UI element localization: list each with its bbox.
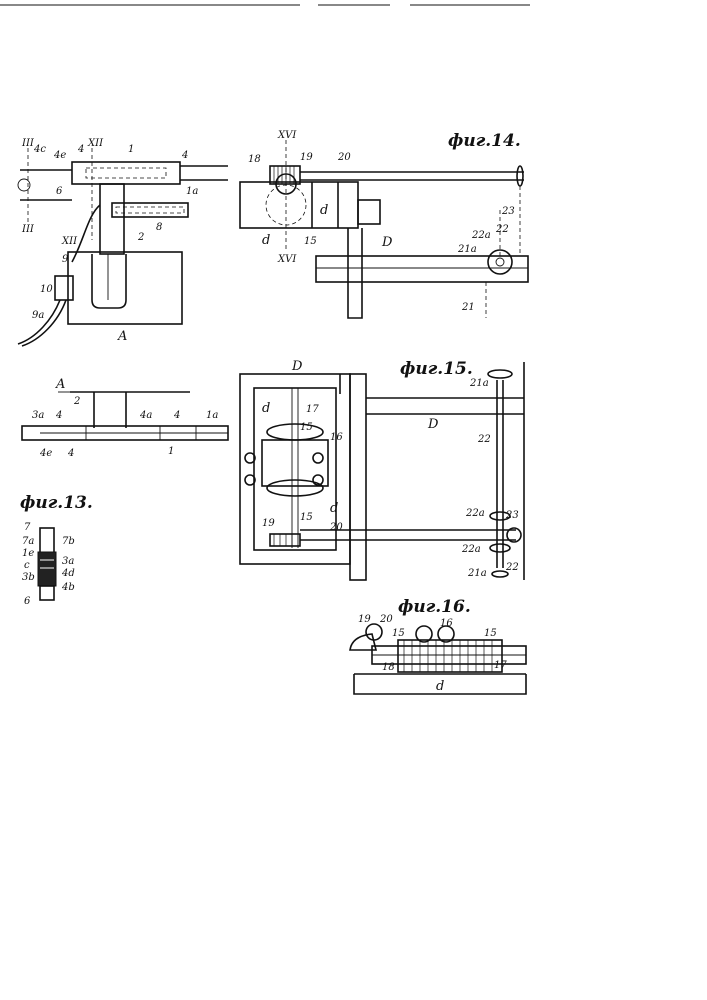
label-6: 6 xyxy=(56,186,63,197)
label-4c: 4c xyxy=(33,144,46,155)
label-8: 8 xyxy=(156,222,162,233)
label-7: 7 xyxy=(24,522,31,533)
label-21a-bottom: 21a xyxy=(467,568,487,579)
label-XVI-bottom: XVI xyxy=(277,254,297,265)
label-4b: 4b xyxy=(61,582,75,593)
label-19: 19 xyxy=(300,152,313,163)
label-4e-plan: 4e xyxy=(39,448,52,459)
label-19: 19 xyxy=(358,614,371,625)
label-d-a: d xyxy=(320,203,328,218)
label-22a-b: 22a xyxy=(461,544,481,555)
label-3a-plan: 3a xyxy=(32,410,44,421)
label-D-top: D xyxy=(291,359,303,374)
label-21a: 21a xyxy=(457,244,477,255)
label-2: 2 xyxy=(137,232,144,243)
label-15-b: 15 xyxy=(484,628,497,639)
label-c: c xyxy=(24,560,30,571)
label-A: A xyxy=(117,329,127,344)
label-7b: 7b xyxy=(62,536,75,547)
label-6: 6 xyxy=(24,596,31,607)
label-10: 10 xyxy=(40,284,53,295)
label-4-plan-c: 4 xyxy=(67,448,74,459)
label-21a-top: 21a xyxy=(469,378,489,389)
label-9a: 9a xyxy=(32,310,44,321)
label-1a: 1a xyxy=(186,186,198,197)
label-3a: 3a xyxy=(62,556,74,567)
label-20: 20 xyxy=(329,522,343,533)
label-4-plan-a: 4 xyxy=(55,410,62,421)
label-16: 16 xyxy=(440,618,453,629)
label-22: 22 xyxy=(477,434,491,445)
figure-14-drawing xyxy=(240,140,528,318)
label-3b: 3b xyxy=(22,572,35,583)
figure-12-drawing xyxy=(18,148,228,346)
label-4-plan-b: 4 xyxy=(173,410,180,421)
figure-14-title: фиг.14. xyxy=(448,131,521,151)
label-4-a: 4 xyxy=(77,144,84,155)
label-III-bottom: III xyxy=(21,224,35,235)
label-17: 17 xyxy=(494,660,507,671)
label-22-bottom: 22 xyxy=(505,562,519,573)
label-III-top: III xyxy=(21,138,35,149)
label-D: D xyxy=(381,235,393,250)
label-4e: 4e xyxy=(53,150,66,161)
label-23: 23 xyxy=(501,206,515,217)
label-16: 16 xyxy=(330,432,343,443)
label-1-plan: 1 xyxy=(168,446,174,457)
label-15-a: 15 xyxy=(392,628,405,639)
label-4-b: 4 xyxy=(181,150,188,161)
label-XII-bottom: XII xyxy=(61,236,78,247)
label-A-plan: A xyxy=(55,377,65,392)
label-1e: 1e xyxy=(22,548,34,559)
label-2-plan: 2 xyxy=(73,396,80,407)
label-XII-top: XII xyxy=(87,138,104,149)
label-4a-plan: 4a xyxy=(139,410,152,421)
label-d: d xyxy=(436,679,444,694)
label-XVI-top: XVI xyxy=(277,130,297,141)
figure-13-title: фиг.13. xyxy=(20,493,93,513)
label-15-b: 15 xyxy=(300,512,313,523)
label-20: 20 xyxy=(379,614,393,625)
label-22: 22 xyxy=(495,224,509,235)
label-d-b: d xyxy=(262,233,270,248)
label-21: 21 xyxy=(461,302,475,313)
label-1: 1 xyxy=(128,144,134,155)
label-15: 15 xyxy=(304,236,317,247)
label-20: 20 xyxy=(337,152,351,163)
figure-15-drawing xyxy=(240,362,524,580)
label-1a-plan: 1a xyxy=(206,410,218,421)
label-22a: 22a xyxy=(471,230,491,241)
label-15-a: 15 xyxy=(300,422,313,433)
label-d-a: d xyxy=(262,401,270,416)
label-18: 18 xyxy=(382,662,395,673)
label-23: 23 xyxy=(505,510,519,521)
figure-16-title: фиг.16. xyxy=(398,597,471,617)
figure-15-title: фиг.15. xyxy=(400,359,473,379)
label-17: 17 xyxy=(306,404,319,415)
figure-13-drawing xyxy=(38,528,56,600)
label-22a-a: 22a xyxy=(465,508,485,519)
label-18: 18 xyxy=(248,154,261,165)
label-4d: 4d xyxy=(61,568,75,579)
figure-12b-drawing xyxy=(22,392,228,440)
label-D-right: D xyxy=(427,417,439,432)
label-d-b: d xyxy=(330,501,338,516)
label-19: 19 xyxy=(262,518,275,529)
label-7a: 7a xyxy=(22,536,34,547)
label-9: 9 xyxy=(62,254,69,265)
